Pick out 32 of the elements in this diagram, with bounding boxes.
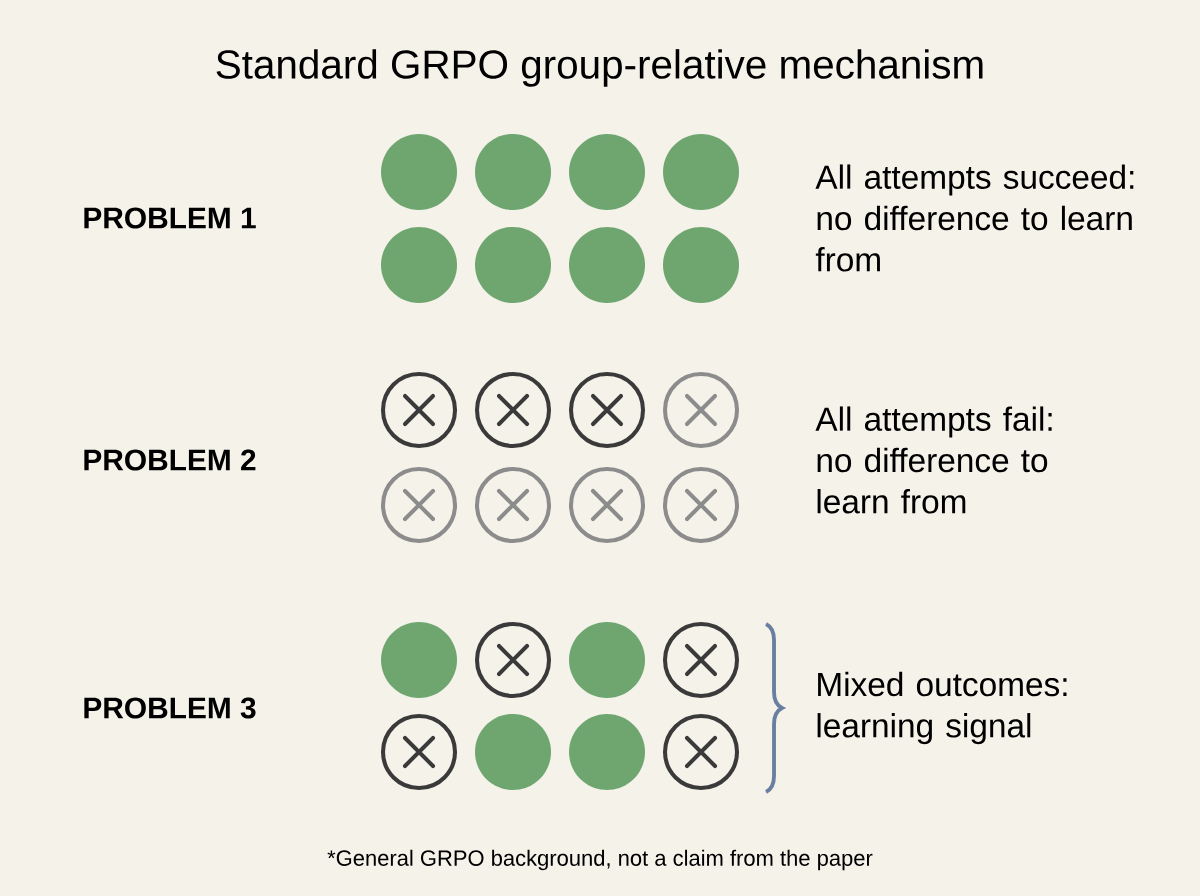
filled-circle (569, 134, 645, 210)
title: Standard GRPO group-relative mechanism (216, 49, 983, 87)
filled-circle (569, 714, 645, 790)
filled-circle (381, 622, 457, 698)
problem-label: PROBLEM 2 (84, 449, 256, 471)
filled-circle (475, 714, 551, 790)
crossed-circle (569, 466, 646, 543)
footnote: *General GRPO background, not a claim from the paper (327, 849, 873, 871)
crossed-circle (663, 371, 740, 448)
crossed-circle (381, 466, 458, 543)
problem-label: PROBLEM 3 (84, 697, 256, 719)
crossed-circle (663, 621, 740, 698)
filled-circle (569, 227, 645, 303)
crossed-circle (475, 466, 552, 543)
crossed-circle (381, 371, 458, 448)
crossed-circle (381, 714, 458, 790)
crossed-circle (569, 371, 646, 448)
filled-circle (381, 134, 457, 210)
description-text: All attempts succeed: no difference to learn from (815, 164, 1134, 272)
filled-circle (663, 227, 739, 303)
crossed-circle (475, 621, 552, 698)
filled-circle (475, 227, 551, 303)
description-text: Mixed outcomes: learning signal (817, 671, 1067, 745)
filled-circle (381, 227, 457, 303)
crossed-circle (663, 714, 740, 790)
filled-circle (569, 622, 645, 698)
filled-circle (475, 134, 551, 210)
filled-circle (663, 134, 739, 210)
crossed-circle (475, 371, 552, 448)
crossed-circle (663, 466, 740, 543)
description-text: All attempts fail: no difference to learn from (815, 406, 1052, 514)
problem-label: PROBLEM 1 (84, 207, 256, 229)
